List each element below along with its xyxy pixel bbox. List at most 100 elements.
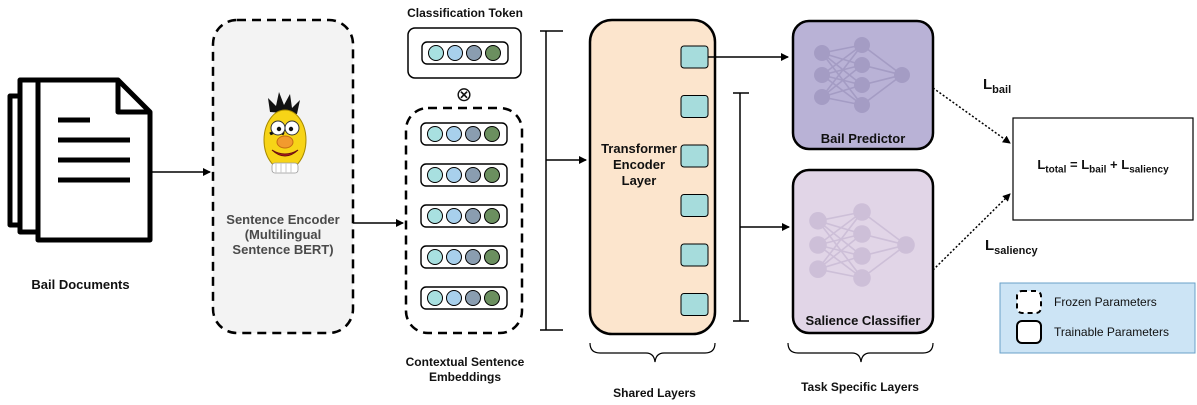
sentence-encoder-box [211, 18, 355, 335]
document-stack-icon [7, 77, 153, 243]
flow-arrows [152, 53, 1011, 271]
nn-node [853, 269, 871, 287]
vector-element [446, 167, 462, 183]
term1-sub: bail [1089, 164, 1107, 176]
vector-element [465, 290, 481, 306]
sentence-encoder-line2: (Multilingual [244, 227, 322, 242]
transformer-outputs [680, 45, 709, 316]
task-specific-layers-label: Task Specific Layers [801, 380, 919, 394]
output-token [680, 45, 709, 69]
nn-node [814, 67, 830, 83]
bail-documents-label: Bail Documents [31, 277, 130, 292]
equals-sign: = [1066, 157, 1082, 172]
bail-loss-sub: bail [992, 84, 1012, 96]
embedding-rows [420, 122, 508, 310]
vector-element [485, 45, 501, 61]
vector-element [484, 249, 500, 265]
vector-element [427, 126, 443, 142]
vector-frame [420, 122, 508, 146]
salience-classifier-label: Salience Classifier [805, 313, 921, 328]
vector-element [466, 45, 482, 61]
neural-network-icon [814, 37, 910, 113]
output-token [680, 293, 709, 316]
vector-element [484, 126, 500, 142]
output-token [680, 95, 709, 118]
trainable-legend-swatch [1016, 320, 1042, 344]
nn-connection [817, 233, 863, 270]
nn-connection [817, 220, 863, 279]
vector-element [484, 290, 500, 306]
nn-node [854, 37, 870, 53]
saliency-loss-main: L [985, 237, 995, 254]
classification-token-vector [421, 41, 509, 65]
term2-sub: saliency [1129, 164, 1169, 176]
term1-main: L [1081, 157, 1090, 172]
vector-element [484, 208, 500, 224]
frozen-legend-label: Frozen Parameters [1054, 295, 1157, 309]
sentence-encoder-label: Sentence Encoder (Multilingual Sentence … [213, 212, 353, 257]
vector-element [446, 290, 462, 306]
nn-node [854, 97, 870, 113]
nn-connection [821, 44, 863, 98]
tensor-product-symbol: ⊗ [455, 84, 473, 106]
nn-connection [817, 244, 863, 279]
nn-connection [817, 211, 863, 270]
nn-node [853, 225, 871, 243]
vector-element [427, 290, 443, 306]
total-loss-sub: total [1045, 164, 1067, 176]
nn-node [809, 212, 827, 230]
sentence-encoder-line3: Sentence BERT) [232, 242, 334, 257]
vector-element [465, 249, 481, 265]
nn-connection [821, 52, 863, 86]
nn-node [854, 57, 870, 73]
bail-loss-label: Lbail [983, 76, 1011, 96]
output-token [680, 194, 709, 217]
contextual-embeddings-line1: Contextual Sentence [405, 355, 525, 369]
vector-element [428, 45, 444, 61]
nn-connection [861, 74, 903, 106]
vector-element [465, 208, 481, 224]
vector-element [465, 126, 481, 142]
shared-layers-brace [589, 342, 716, 363]
nn-node [853, 203, 871, 221]
trainable-legend-label: Trainable Parameters [1054, 325, 1169, 339]
transformer-label: Transformer Encoder Layer [592, 141, 686, 189]
vector-frame [420, 204, 508, 228]
nn-connection [821, 64, 863, 98]
vector-element [427, 167, 443, 183]
classification-token-label: Classification Token [407, 6, 523, 20]
vector-element [447, 45, 463, 61]
output-token [680, 144, 709, 168]
shared-layers-label: Shared Layers [613, 386, 696, 400]
total-loss-equation: Ltotal = Lbail + Lsaliency [1013, 157, 1193, 176]
plus-sign: + [1106, 157, 1122, 172]
nn-node [853, 247, 871, 265]
nn-connection [861, 244, 907, 279]
bail-predictor-label: Bail Predictor [820, 131, 906, 146]
output-token [680, 243, 709, 267]
total-loss-main: L [1037, 157, 1046, 172]
vector-element [427, 208, 443, 224]
nn-connection [821, 74, 863, 106]
vector-element [446, 208, 462, 224]
nn-node [814, 89, 830, 105]
nn-connection [861, 44, 903, 76]
nn-connection [817, 220, 863, 257]
saliency-loss-label: Lsaliency [985, 237, 1038, 257]
nn-node [854, 77, 870, 93]
vector-frame [420, 245, 508, 269]
vector-frame [420, 286, 508, 310]
nn-node [894, 67, 910, 83]
vector-element [465, 167, 481, 183]
bert-mascot-icon [263, 92, 307, 174]
nn-node [897, 236, 915, 254]
frozen-legend-swatch [1016, 290, 1042, 314]
total-loss-box [1012, 117, 1194, 221]
vector-frame [421, 41, 509, 65]
nn-connection [821, 52, 863, 106]
vector-element [484, 167, 500, 183]
nn-node [809, 236, 827, 254]
transformer-line2: Encoder [612, 157, 665, 172]
neural-network-icon [809, 203, 915, 287]
